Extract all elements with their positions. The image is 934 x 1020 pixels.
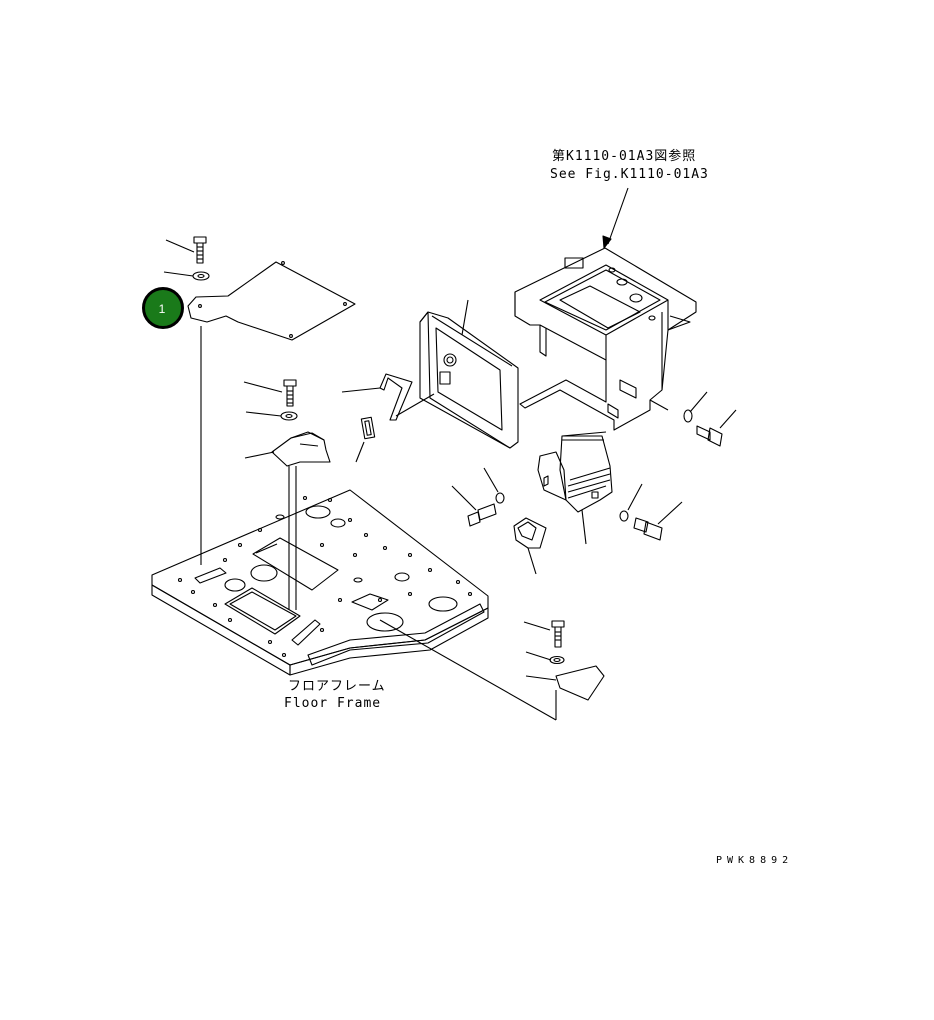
floor-frame-label-en: Floor Frame	[284, 696, 382, 711]
bolt-small-cover	[523, 620, 565, 648]
callout-1-number: 1	[158, 302, 166, 316]
bolt-mid-left	[243, 379, 297, 407]
washer-mid-left	[245, 411, 298, 421]
bracket-lower	[513, 517, 547, 575]
bracket-plate	[244, 431, 331, 467]
floor-frame-label-jp: フロアフレーム	[288, 679, 386, 694]
washer-lower-right	[619, 483, 643, 522]
lever-box	[537, 431, 613, 545]
bolt-lower-right	[633, 501, 683, 541]
ref-arrow	[607, 187, 629, 245]
washer-top-left	[163, 271, 210, 281]
reference-label-en: See Fig.K1110-01A3	[550, 167, 709, 182]
bolt-top-left	[165, 236, 207, 264]
cover-plate-1	[187, 261, 356, 341]
callout-1-button[interactable]: 1	[142, 287, 184, 329]
small-cover	[525, 665, 605, 720]
upper-frame	[514, 247, 697, 431]
floor-frame	[151, 489, 489, 676]
reference-label-jp: 第K1110-01A3図参照	[552, 149, 697, 164]
leader-floor-cover	[379, 619, 557, 721]
console-panel	[419, 299, 519, 449]
washer-right-upper	[683, 391, 708, 423]
handle-part	[341, 373, 435, 421]
bolt-lower-left	[451, 485, 497, 527]
clip-part	[355, 416, 376, 463]
drawing-code: PWK8892	[716, 855, 794, 866]
washer-small-cover	[525, 651, 565, 665]
washer-lower-left	[483, 467, 505, 504]
bolt-right-upper	[696, 409, 737, 447]
